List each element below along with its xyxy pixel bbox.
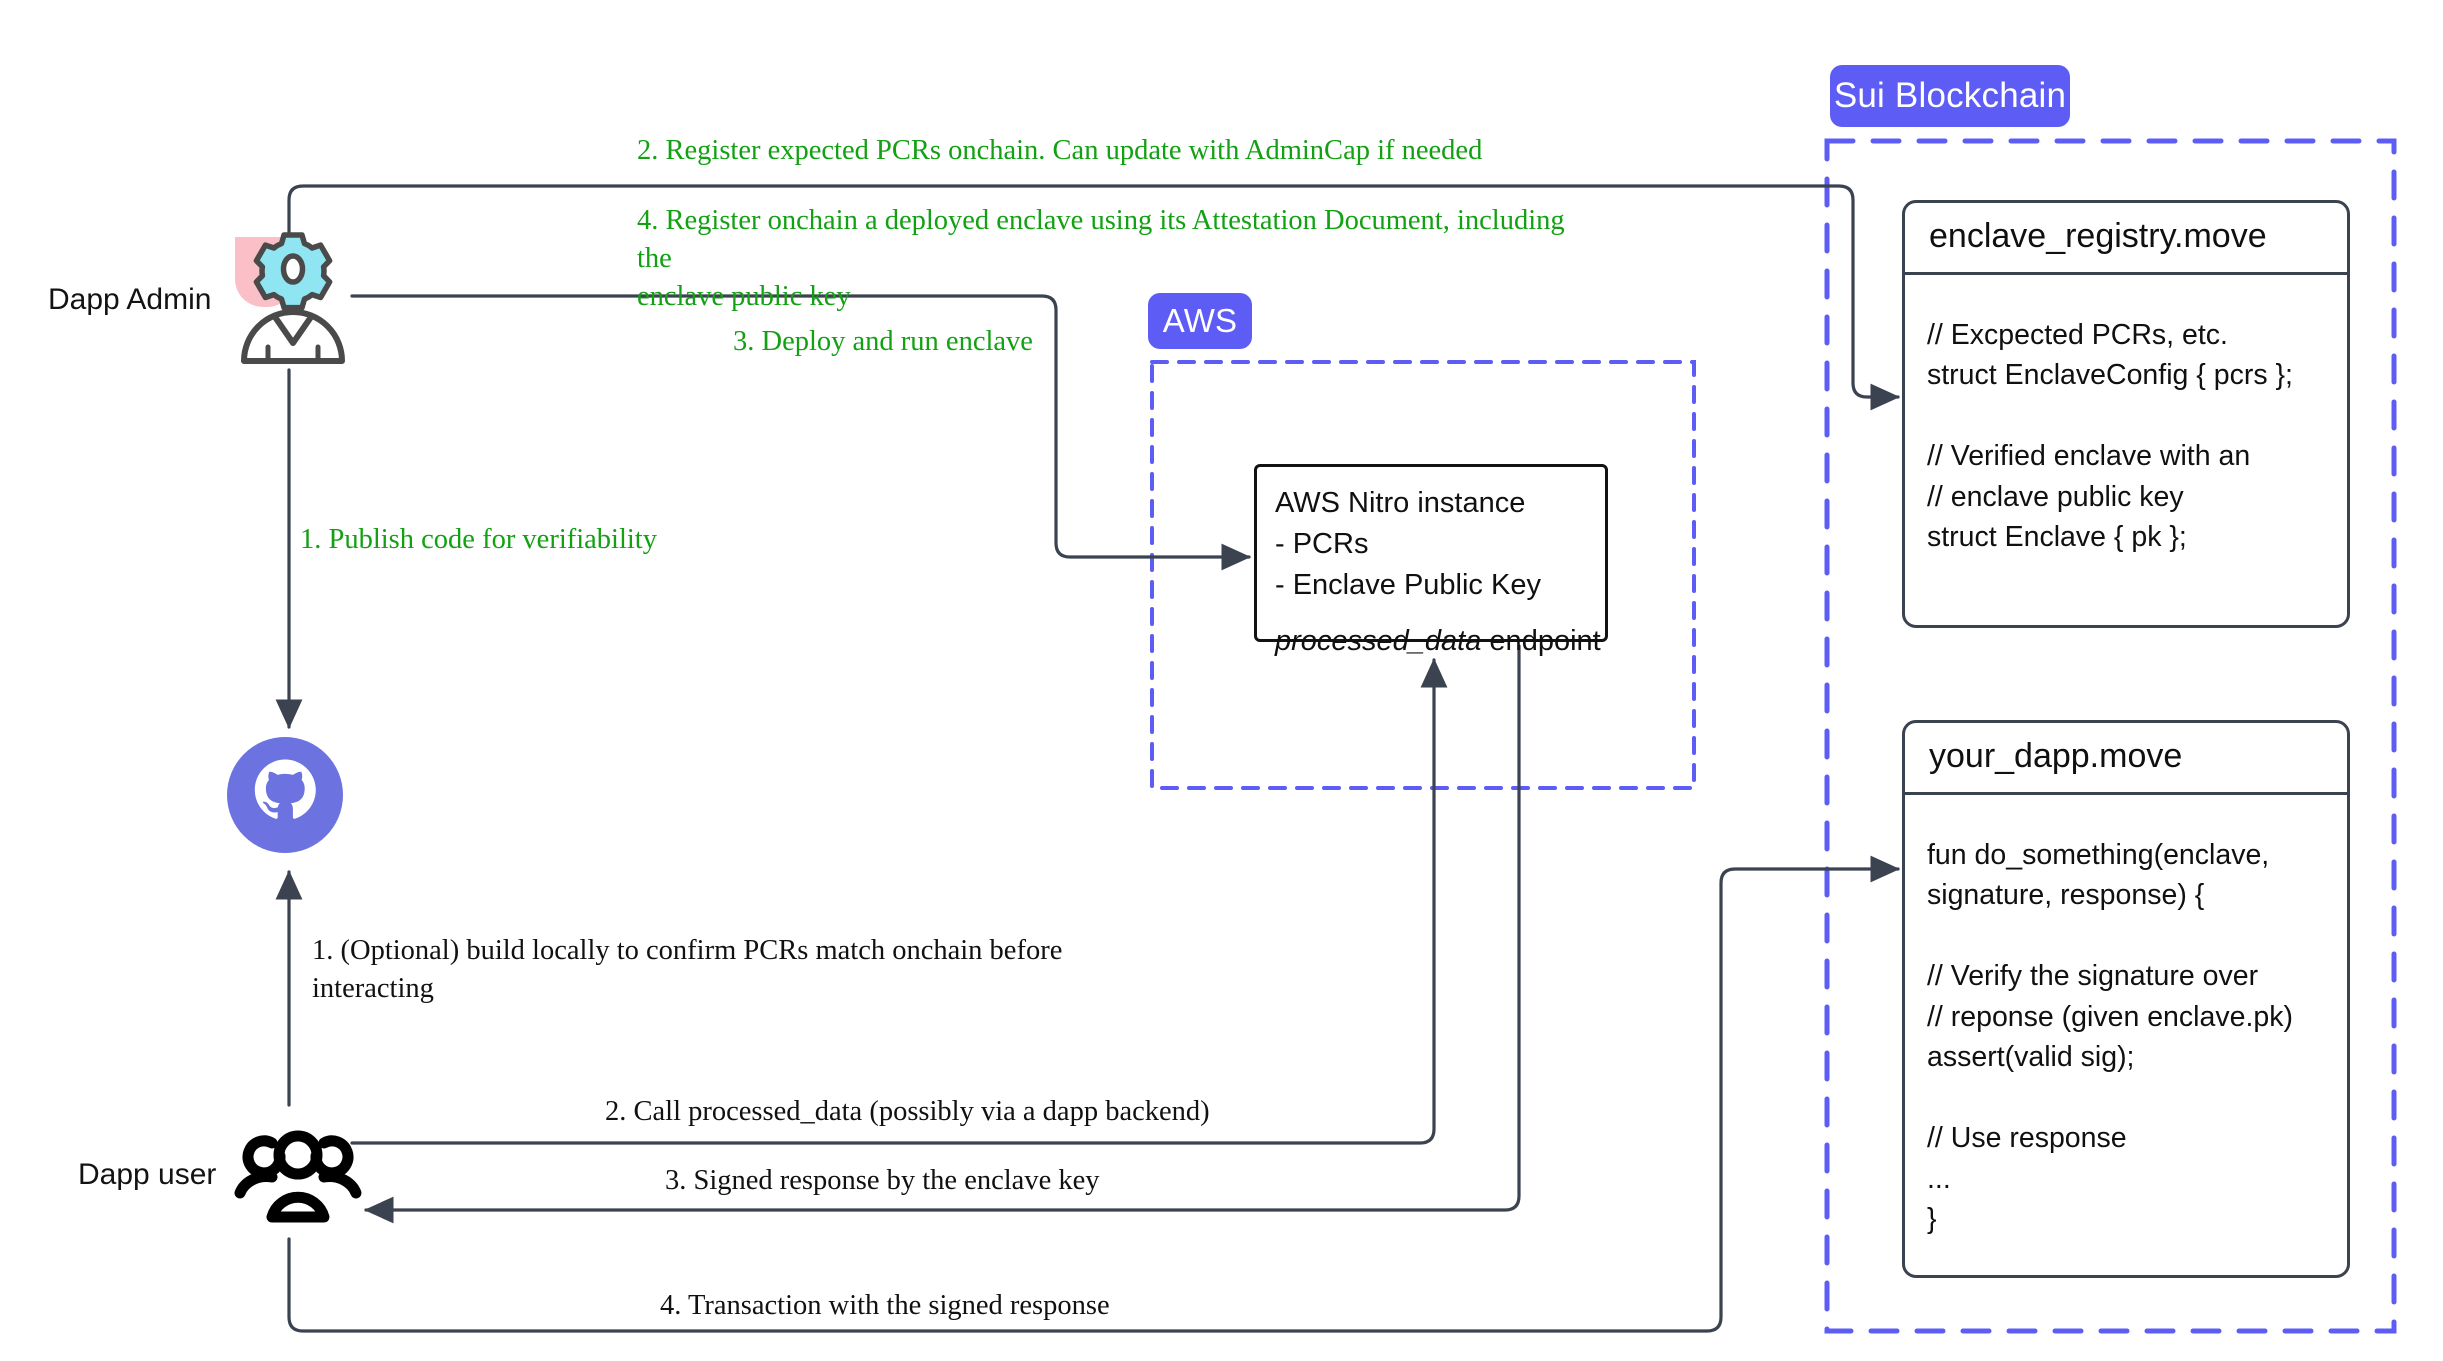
aws-nitro-instance-box: AWS Nitro instance - PCRs - Enclave Publ… [1254,464,1608,657]
github-icon [227,737,343,853]
module-body: // Excpected PCRs, etc. struct EnclaveCo… [1927,319,2293,554]
aws-badge: AWS [1148,293,1252,349]
sui-blockchain-badge: Sui Blockchain [1830,65,2070,127]
step-label-deploy-enclave: 3. Deploy and run enclave [733,326,1033,357]
module-title: your_dapp.move [1905,723,2347,795]
module-body: fun do_something(enclave, signature, res… [1927,839,2293,1236]
gear-person-icon [241,232,345,364]
users-group-icon [234,1130,362,1223]
nitro-attributes: AWS Nitro instance - PCRs - Enclave Publ… [1275,487,1541,602]
step-label-publish-code: 1. Publish code for verifiability [300,524,657,555]
step-label-signed-response: 3. Signed response by the enclave key [665,1165,1100,1196]
actor-label-dapp-admin: Dapp Admin [48,283,212,316]
step-label-call-processed-data: 2. Call processed_data (possibly via a d… [605,1096,1210,1127]
step-label-transaction: 4. Transaction with the signed response [660,1290,1110,1321]
module-title: enclave_registry.move [1905,203,2347,275]
nitro-endpoint: processed_data endpoint [1257,607,1605,658]
step-label-register-pcrs: 2. Register expected PCRs onchain. Can u… [637,135,1483,166]
nitro-endpoint-name: processed_data [1275,624,1482,657]
nitro-endpoint-suffix: endpoint [1481,624,1601,657]
wire-user-call [350,658,1448,1145]
step-label-build-locally: 1. (Optional) build locally to confirm P… [312,935,1063,1004]
module-card-enclave-registry: enclave_registry.move // Excpected PCRs,… [1902,200,2350,628]
module-card-your-dapp: your_dapp.move fun do_something(enclave,… [1902,720,2350,1278]
step-label-register-enclave: 4. Register onchain a deployed enclave u… [637,205,1565,312]
actor-label-dapp-user: Dapp user [78,1158,217,1191]
